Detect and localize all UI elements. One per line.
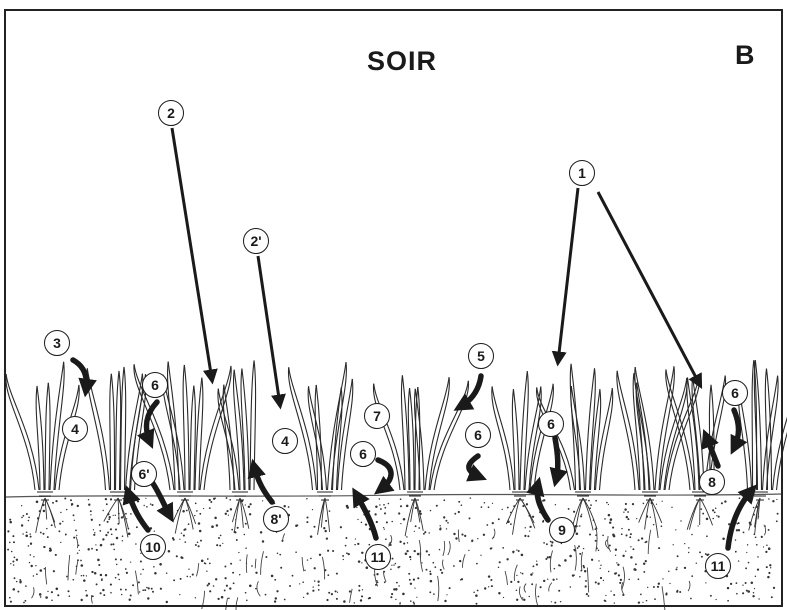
label-3: 3 (44, 330, 70, 356)
label-2-prime: 2' (243, 228, 269, 254)
label-1: 1 (569, 160, 595, 186)
label-8-prime: 8' (263, 506, 289, 532)
label-6-b: 6 (350, 441, 376, 467)
figure-frame (4, 9, 783, 607)
label-6-d: 6 (538, 411, 564, 437)
label-4-left: 4 (62, 416, 88, 442)
label-2: 2 (158, 100, 184, 126)
label-8: 8 (699, 469, 725, 495)
label-9: 9 (549, 517, 575, 543)
figure-title: SOIR (367, 46, 437, 77)
label-11-right: 11 (705, 553, 731, 579)
label-11-center: 11 (365, 544, 391, 570)
label-10: 10 (140, 534, 166, 560)
panel-letter: B (735, 40, 755, 71)
label-6-a: 6 (142, 372, 168, 398)
label-6-prime: 6' (131, 461, 157, 487)
label-6-c: 6 (465, 422, 491, 448)
label-7: 7 (364, 403, 390, 429)
label-5: 5 (468, 343, 494, 369)
label-6-e: 6 (722, 380, 748, 406)
label-4-center: 4 (272, 428, 298, 454)
